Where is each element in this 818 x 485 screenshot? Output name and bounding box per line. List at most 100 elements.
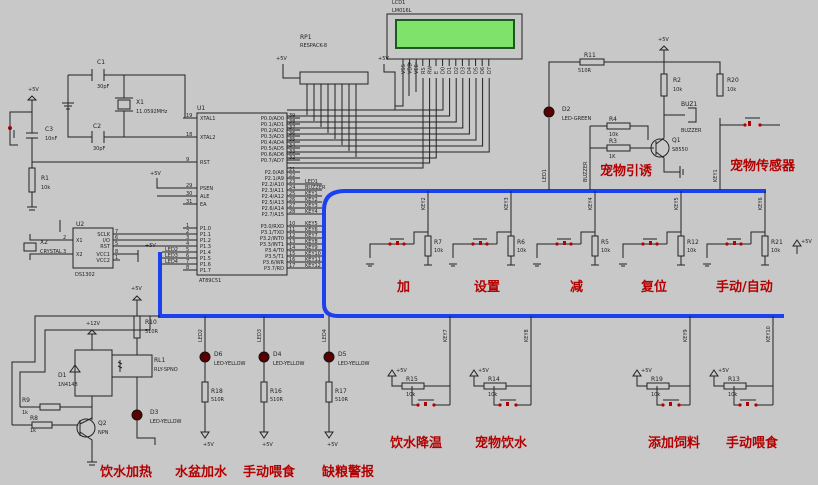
r6-value: 10k xyxy=(517,248,526,254)
c3-value: 10nF xyxy=(45,136,58,142)
u1-pin-num: 12 xyxy=(289,233,295,239)
u1-model: AT89C51 xyxy=(199,278,221,284)
label-btn-cool: 饮水降温 xyxy=(389,435,442,451)
u1-pin-num: 31 xyxy=(186,199,192,205)
q2-ref: Q2 xyxy=(98,420,107,427)
u2-pin-name: I/O xyxy=(103,238,110,244)
reset-circuit: +5V C3 10nF R1 10k xyxy=(8,87,190,211)
u1-pin-num: 8 xyxy=(186,265,189,271)
lower-key-vcc: +5V xyxy=(478,368,489,374)
d3-led xyxy=(131,409,143,421)
u1-pin-name: P0.5/AD5 xyxy=(261,146,284,152)
d1-ref: D1 xyxy=(58,372,67,379)
label-btn-reset: 复位 xyxy=(640,279,667,295)
label-btn-mode: 手动/自动 xyxy=(716,279,773,295)
r4-ref: R4 xyxy=(609,116,617,123)
u1-pin-name: P2.7/A15 xyxy=(262,212,284,218)
left-led-net: LED3 xyxy=(165,253,178,259)
u1-pin-num: 27 xyxy=(289,203,295,209)
rp1-ref: RP1 xyxy=(300,34,312,41)
r10-vcc: +5V xyxy=(131,286,142,292)
u1-pin-name: P1.4 xyxy=(200,250,211,256)
u1-pin-name: P2.0/A8 xyxy=(265,170,284,176)
d2-led xyxy=(543,106,555,118)
u1-pin-name: P0.1/AD1 xyxy=(261,122,284,128)
u1-pin-name: P3.3/INT1 xyxy=(260,242,284,248)
r5-value: 10k xyxy=(601,248,610,254)
r12-ref: R12 xyxy=(687,239,699,246)
net-key3: KEY3 xyxy=(504,197,510,210)
d5-led xyxy=(323,351,335,363)
x1-value: 11.0592MHz xyxy=(136,109,168,115)
d5-ref: D5 xyxy=(338,351,347,358)
d3-model: LED-YELLOW xyxy=(150,419,182,425)
r8-ref: R8 xyxy=(30,415,38,422)
d5-vcc: +5V xyxy=(327,442,338,448)
r7-value: 10k xyxy=(434,248,443,254)
r5-ref: R5 xyxy=(601,239,609,246)
u1-pin-name: P0.0/AD0 xyxy=(261,116,284,122)
relay-vcc: +12V xyxy=(86,321,101,327)
r20-ref: R20 xyxy=(727,77,739,84)
net-key7: KEY7 xyxy=(443,329,449,342)
key-row-upper: KEY2R710kKEY3R610kKEY4R510kKEY5R1210kKEY… xyxy=(366,191,812,267)
label-btn-set: 设置 xyxy=(474,280,500,295)
u1-pin-num: 14 xyxy=(289,245,295,251)
u1-pin-num: 23 xyxy=(289,179,295,185)
u1-pin-num: 3 xyxy=(186,235,189,241)
u1-pin-num: 18 xyxy=(186,132,192,138)
u1-net-label: KEY11 xyxy=(305,257,321,263)
u1-pin-name: P2.4/A12 xyxy=(262,194,284,200)
u1-pin-num: 30 xyxy=(186,191,192,197)
lcd-vcc: +5V xyxy=(378,56,389,62)
u1-pin-name: XTAL2 xyxy=(200,135,215,141)
lower-key-vcc: +5V xyxy=(396,368,407,374)
u1-pin-num: 24 xyxy=(289,185,295,191)
u2-pin-name: X1 xyxy=(76,238,83,244)
r20-value: 10k xyxy=(727,87,736,93)
u1-pin-name: P2.6/A14 xyxy=(262,206,284,212)
r15-ref: R15 xyxy=(406,376,418,383)
u1-pin-num: 38 xyxy=(289,119,295,125)
u2-pin-num: 7 xyxy=(115,229,118,235)
net-buzzer: BUZZER xyxy=(583,161,589,182)
u1-pin-num: 1 xyxy=(186,223,189,229)
rp1-model: RESPACK-8 xyxy=(300,43,327,49)
u1-pin-num: 6 xyxy=(186,253,189,259)
u1-net-label: KEY6 xyxy=(305,227,318,233)
u1-pin-name: P1.3 xyxy=(200,244,211,250)
u1-pin-name: P3.7/RD xyxy=(264,266,284,272)
d6-ref: D6 xyxy=(214,351,223,358)
x1-ref: X1 xyxy=(136,99,144,106)
r21-value: 10k xyxy=(771,248,780,254)
lcd-pin: VEE xyxy=(414,64,420,74)
u1-pin-num: 4 xyxy=(186,241,189,247)
net-key9: KEY9 xyxy=(683,329,689,342)
r18-value: 510R xyxy=(211,397,225,403)
u1-pin-num: 25 xyxy=(289,191,295,197)
lcd-pin: D6 xyxy=(480,67,486,74)
u2-model: DS1302 xyxy=(75,272,95,278)
r3-value: 1K xyxy=(609,154,616,160)
u2-pin-name: VCC2 xyxy=(96,258,110,264)
r10-value: 510R xyxy=(145,329,159,335)
u1-pin-num: 16 xyxy=(289,257,295,263)
u1-pin-num: 11 xyxy=(289,227,295,233)
r11-ref: R11 xyxy=(584,52,596,59)
d4-led xyxy=(258,351,270,363)
d1-model: 1N4148 xyxy=(58,382,78,388)
u1-net-labels: LED1BUZZERKEY1KEY2KEY3KEY4KEY5KEY6KEY7KE… xyxy=(300,179,326,269)
u1-pin-name: P3.2/INT0 xyxy=(260,236,284,242)
lcd-pin: D1 xyxy=(447,67,453,74)
label-out-alarm: 缺粮警报 xyxy=(321,464,375,480)
